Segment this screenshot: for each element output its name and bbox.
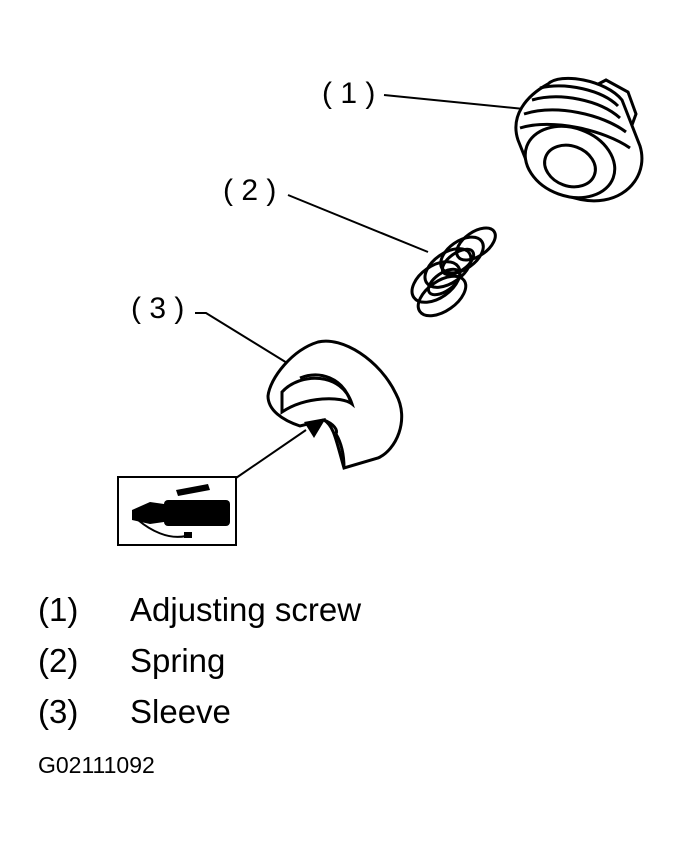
exploded-parts-diagram: ( 1 ) ( 2 ) ( 3 ) <box>117 76 644 546</box>
grease-application-arrow <box>235 418 326 479</box>
parts-legend: (1) Adjusting screw (2) Spring (3) Sleev… <box>38 584 361 737</box>
callout-label-1: ( 1 ) <box>322 77 375 110</box>
spring-part <box>410 226 497 318</box>
legend-text-2: Spring <box>130 642 226 679</box>
callout-label-2: ( 2 ) <box>223 174 276 207</box>
legend-row-3: (3) Sleeve <box>38 686 361 737</box>
grease-gun-icon <box>132 484 230 538</box>
legend-number-2: (2) <box>38 642 79 679</box>
leader-line-1 <box>383 94 535 111</box>
grease-symbol-box <box>117 476 237 546</box>
legend-row-1: (1) Adjusting screw <box>38 584 361 635</box>
legend-number-1: (1) <box>38 591 79 628</box>
leader-line-2 <box>287 194 429 253</box>
legend-row-2: (2) Spring <box>38 635 361 686</box>
leader-line-3 <box>195 312 293 367</box>
legend-text-3: Sleeve <box>130 693 231 730</box>
legend-text-1: Adjusting screw <box>130 591 362 628</box>
sleeve-part <box>266 339 404 470</box>
adjusting-screw-part <box>514 76 644 203</box>
callout-label-3: ( 3 ) <box>131 292 184 325</box>
legend-number-3: (3) <box>38 693 79 730</box>
figure-id: G02111092 <box>38 752 155 778</box>
